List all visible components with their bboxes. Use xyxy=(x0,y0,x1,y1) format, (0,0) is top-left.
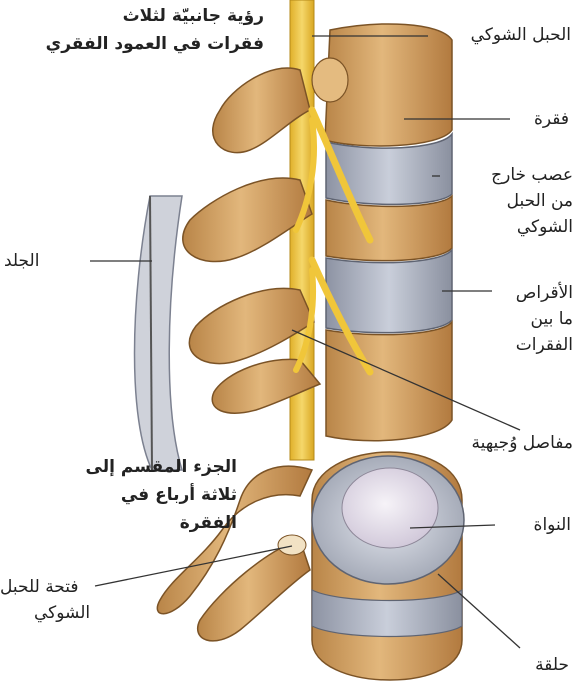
nucleus-shape xyxy=(342,468,438,548)
label-nucleus: النواة xyxy=(534,512,571,538)
label-canal-line1: فتحة للحبل xyxy=(0,574,90,600)
label-ring: حلقة xyxy=(535,652,569,678)
label-nerve-line1: عصب خارج xyxy=(491,162,573,188)
disc-2 xyxy=(326,250,452,333)
label-skin: الجلد xyxy=(4,248,39,274)
top-title-line2: فقرات في العمود الفقري xyxy=(46,30,264,58)
bottom-title-line3: الفقرة xyxy=(86,509,237,537)
label-canal-line2: الشوكي xyxy=(0,600,90,626)
vertebral-body-3 xyxy=(326,322,452,441)
top-title: رؤية جانبيّة لثلاث فقرات في العمود الفقر… xyxy=(46,2,264,58)
label-discs-line3: الفقرات xyxy=(516,332,573,358)
label-facet-joints: مفاصل وُجيهية xyxy=(471,430,573,456)
bottom-title-line1: الجزء المقسم إلى xyxy=(86,453,237,481)
label-spinal-cord: الحبل الشوكي xyxy=(471,22,571,48)
top-title-line1: رؤية جانبيّة لثلاث xyxy=(46,2,264,30)
label-nerve: عصب خارج من الحبل الشوكي xyxy=(491,162,573,240)
label-canal: فتحة للحبل الشوكي xyxy=(0,574,90,626)
label-vertebra: فقرة xyxy=(534,106,569,132)
label-discs-line2: ما بين xyxy=(516,306,573,332)
vertebral-body-2 xyxy=(326,196,452,261)
bottom-title-line2: ثلاثة أرباع في xyxy=(86,481,237,509)
skin-shape xyxy=(135,196,183,470)
label-discs-line1: الأقراص xyxy=(516,280,573,306)
facet-top xyxy=(312,58,348,102)
label-nerve-line2: من الحبل xyxy=(491,188,573,214)
label-nerve-line3: الشوكي xyxy=(491,214,573,240)
canal-opening xyxy=(278,535,306,555)
label-discs: الأقراص ما بين الفقرات xyxy=(516,280,573,358)
bottom-title: الجزء المقسم إلى ثلاثة أرباع في الفقرة xyxy=(86,453,237,537)
